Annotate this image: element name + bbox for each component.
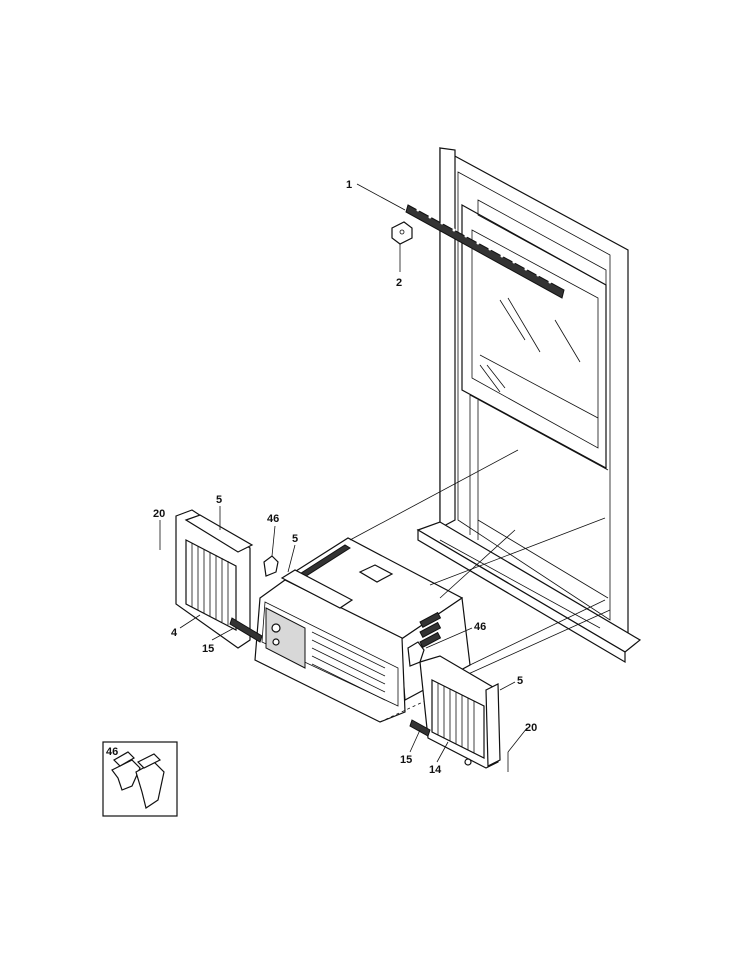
alignment-lines [349, 449, 611, 681]
callout-20-left: 20 [153, 508, 165, 520]
left-top-channel-5 [280, 569, 354, 609]
callout-46-right: 46 [474, 621, 486, 633]
callout-2: 2 [396, 277, 402, 289]
mounting-bracket [391, 221, 413, 245]
callout-15-right: 15 [400, 754, 412, 766]
callout-5-left: 5 [216, 494, 222, 506]
window-frame [416, 146, 642, 664]
callout-1: 1 [346, 179, 352, 191]
callout-5-mid: 5 [292, 533, 298, 545]
top-support-rail [405, 204, 565, 299]
right-side-panel [409, 655, 501, 769]
callout-14: 14 [429, 764, 442, 776]
callout-labels: 1 2 20 5 46 5 4 15 46 5 20 15 14 46 [106, 179, 537, 776]
leader-lines [159, 183, 528, 772]
callout-20-right: 20 [525, 722, 537, 734]
left-side-panel [175, 509, 263, 649]
clip-detail-inset [102, 741, 178, 817]
callout-15-left: 15 [202, 643, 214, 655]
clip-46-top [263, 555, 279, 577]
clip-46-right [407, 641, 425, 667]
callout-4: 4 [171, 627, 178, 639]
air-conditioner-cabinet [254, 537, 471, 723]
callout-46-inset: 46 [106, 746, 118, 758]
callout-46-top: 46 [267, 513, 279, 525]
callout-5-right: 5 [517, 675, 523, 687]
